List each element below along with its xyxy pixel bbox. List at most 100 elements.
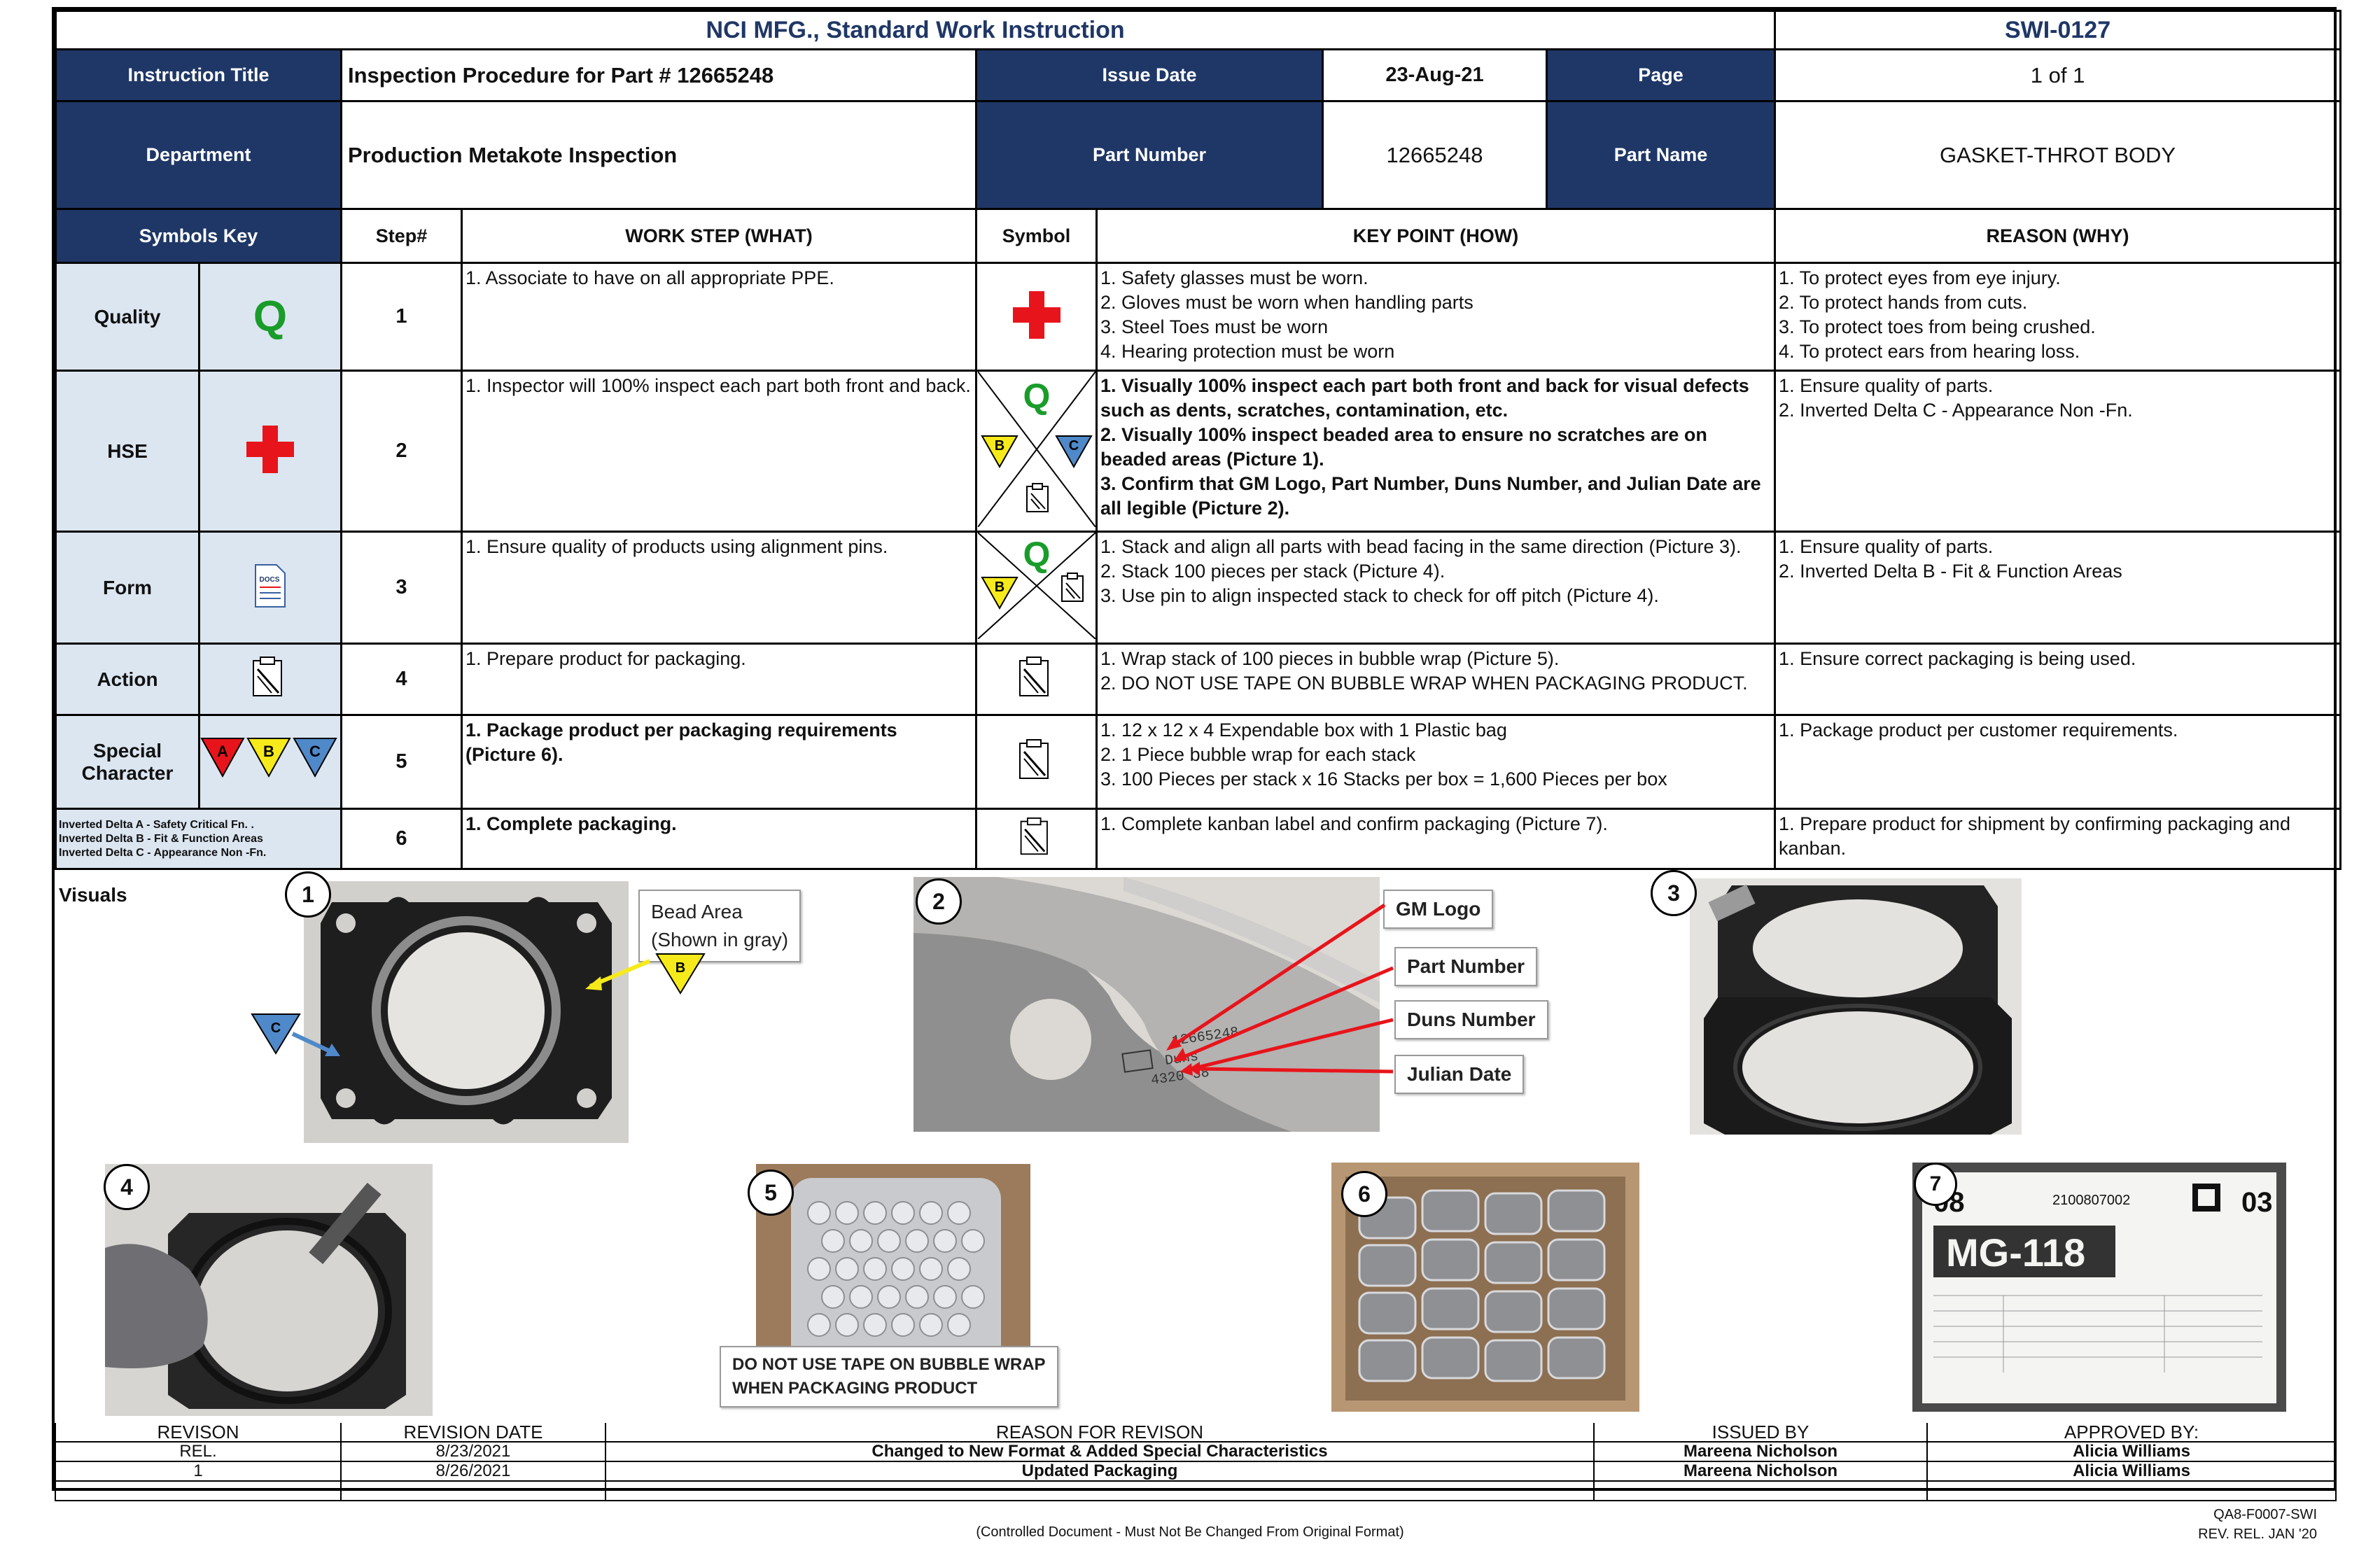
standard-work-instruction: NCI MFG., Standard Work Instruction SWI-… — [52, 7, 2342, 1501]
revision-table: REVISON REVISION DATE REASON FOR REVISON… — [55, 1423, 2337, 1501]
work-step-text: 1. Associate to have on all appropriate … — [461, 262, 977, 372]
department: Production Metakote Inspection — [340, 100, 977, 210]
svg-text:C: C — [271, 1020, 281, 1036]
step-row: Form DOCS 3 1. Ensure quality of product… — [55, 531, 2342, 645]
reason-text: 1. Ensure quality of parts.2. Inverted D… — [1774, 370, 2342, 533]
approved-by-header: APPROVED BY: — [1926, 1423, 2337, 1443]
key-point-text: 1. 12 x 12 x 4 Expendable box with 1 Pla… — [1095, 714, 1777, 810]
document-form-icon: DOCS — [198, 531, 342, 645]
picture-1-gasket — [304, 881, 629, 1143]
delta-c-icon — [293, 738, 337, 778]
revision-date-header: REVISION DATE — [340, 1423, 606, 1443]
part-number-callout: Part Number — [1394, 947, 1538, 986]
step-number: 2 — [340, 370, 463, 533]
svg-text:MG-118: MG-118 — [1946, 1230, 2085, 1275]
delta-c-icon — [251, 1013, 301, 1055]
special-character-deltas: A B C — [198, 714, 342, 810]
bead-area-callout: Bead Area(Shown in gray) — [638, 890, 802, 962]
step-row: HSE 2 1. Inspector will 100% inspect eac… — [55, 370, 2342, 533]
picture-number-3: 3 — [1651, 870, 1697, 916]
red-cross-icon — [975, 262, 1098, 372]
key-point-text: 1. Safety glasses must be worn.2. Gloves… — [1095, 262, 1777, 372]
reason-text: 1. Package product per customer requirem… — [1774, 714, 2342, 810]
reason-text: 1. To protect eyes from eye injury.2. To… — [1774, 262, 2342, 372]
instruction-table: NCI MFG., Standard Work Instruction SWI-… — [54, 10, 2342, 870]
symbol-header: Symbol — [975, 208, 1098, 264]
svg-text:C: C — [1068, 438, 1078, 454]
work-step-text: 1. Package product per packaging require… — [461, 714, 977, 810]
svg-text:Q: Q — [1023, 377, 1050, 416]
instruction-title: Inspection Procedure for Part # 12665248 — [340, 48, 977, 102]
key-point-text: 1. Visually 100% inspect each part both … — [1095, 370, 1777, 533]
duns-number-callout: Duns Number — [1394, 1000, 1548, 1039]
visuals-label: Visuals — [59, 884, 127, 906]
part-number-label: Part Number — [975, 100, 1324, 210]
svg-text:2100807002: 2100807002 — [2052, 1193, 2130, 1208]
picture-2-arrows — [1166, 903, 1394, 1076]
svg-text:C: C — [309, 743, 321, 760]
picture-number-4: 4 — [104, 1164, 150, 1210]
delta-b-icon — [246, 738, 291, 778]
julian-date-callout: Julian Date — [1394, 1055, 1525, 1094]
key-form-label: Form — [55, 531, 200, 645]
svg-text:03: 03 — [2241, 1187, 2273, 1218]
page-value: 1 of 1 — [1774, 48, 2342, 102]
svg-text:B: B — [994, 438, 1004, 454]
reason-for-revision-header: REASON FOR REVISON — [605, 1423, 1595, 1443]
reason-header: REASON (WHY) — [1774, 208, 2342, 264]
action-clipboard-icon — [975, 808, 1098, 870]
company-title: NCI MFG., Standard Work Instruction — [54, 10, 1777, 50]
delta-a-icon — [200, 738, 245, 778]
revision-row: 1 8/26/2021 Updated Packaging Mareena Ni… — [55, 1461, 2337, 1482]
doc-number: SWI-0127 — [1774, 10, 2342, 50]
picture-number-1: 1 — [285, 871, 331, 918]
reason-text: 1. Ensure correct packaging is being use… — [1774, 643, 2342, 716]
action-clipboard-icon — [975, 643, 1098, 716]
instruction-title-label: Instruction Title — [55, 48, 342, 102]
delta-legend: Inverted Delta A - Safety Critical Fn. .… — [55, 808, 342, 870]
key-quality-label: Quality — [55, 262, 200, 372]
picture-number-2: 2 — [916, 878, 962, 925]
red-cross-icon — [198, 370, 342, 533]
picture-number-5: 5 — [748, 1170, 794, 1216]
key-point-text: 1. Complete kanban label and confirm pac… — [1095, 808, 1777, 870]
svg-text:Q: Q — [1023, 535, 1050, 574]
step-number: 4 — [340, 643, 463, 716]
revision-row: REL. 8/23/2021 Changed to New Format & A… — [55, 1441, 2337, 1462]
department-label: Department — [55, 100, 342, 210]
work-step-text: 1. Complete packaging. — [461, 808, 977, 870]
quality-q-icon: Q — [198, 262, 342, 372]
svg-text:B: B — [263, 743, 274, 760]
work-step-text: 1. Ensure quality of products using alig… — [461, 531, 977, 645]
revision-header: REVISON — [55, 1423, 342, 1443]
part-name-label: Part Name — [1545, 100, 1777, 210]
key-action-label: Action — [55, 643, 200, 716]
step-number: 1 — [340, 262, 463, 372]
issue-date: 23-Aug-21 — [1322, 48, 1548, 102]
step-number: 6 — [340, 808, 463, 870]
reason-text: 1. Prepare product for shipment by confi… — [1774, 808, 2342, 870]
step-row: Inverted Delta A - Safety Critical Fn. .… — [55, 808, 2342, 870]
action-clipboard-icon — [975, 714, 1098, 810]
key-point-text: 1. Wrap stack of 100 pieces in bubble wr… — [1095, 643, 1777, 716]
key-special-character-label: Special Character — [55, 714, 200, 810]
combined-symbol-q-b-action: Q B — [975, 531, 1098, 645]
part-name: GASKET-THROT BODY — [1774, 100, 2342, 210]
step-row: Quality Q 1 1. Associate to have on all … — [55, 262, 2342, 372]
delta-b-icon — [655, 953, 706, 995]
work-step-text: 1. Prepare product for packaging. — [461, 643, 977, 716]
step-row: Special Character A B C 5 1. Package pro… — [55, 714, 2342, 810]
work-step-text: 1. Inspector will 100% inspect each part… — [461, 370, 977, 533]
step-row: Action 4 1. Prepare product for packagin… — [55, 643, 2342, 716]
visuals-section: Visuals 1 Bead Area(Shown in gray) B C — [55, 870, 2334, 1423]
picture-4-pin-alignment — [105, 1164, 433, 1416]
svg-text:B: B — [676, 960, 685, 976]
step-header: Step# — [340, 208, 463, 264]
gm-logo-callout: GM Logo — [1383, 890, 1494, 929]
picture-1-annotations: B C — [251, 953, 706, 1056]
controlled-document-note: (Controlled Document - Must Not Be Chang… — [976, 1524, 1404, 1540]
action-clipboard-icon — [198, 643, 342, 716]
combined-symbol-q-b-c-action: Q B C — [975, 370, 1098, 533]
part-number: 12665248 — [1322, 100, 1548, 210]
picture-number-7: 7 — [1914, 1163, 1957, 1206]
